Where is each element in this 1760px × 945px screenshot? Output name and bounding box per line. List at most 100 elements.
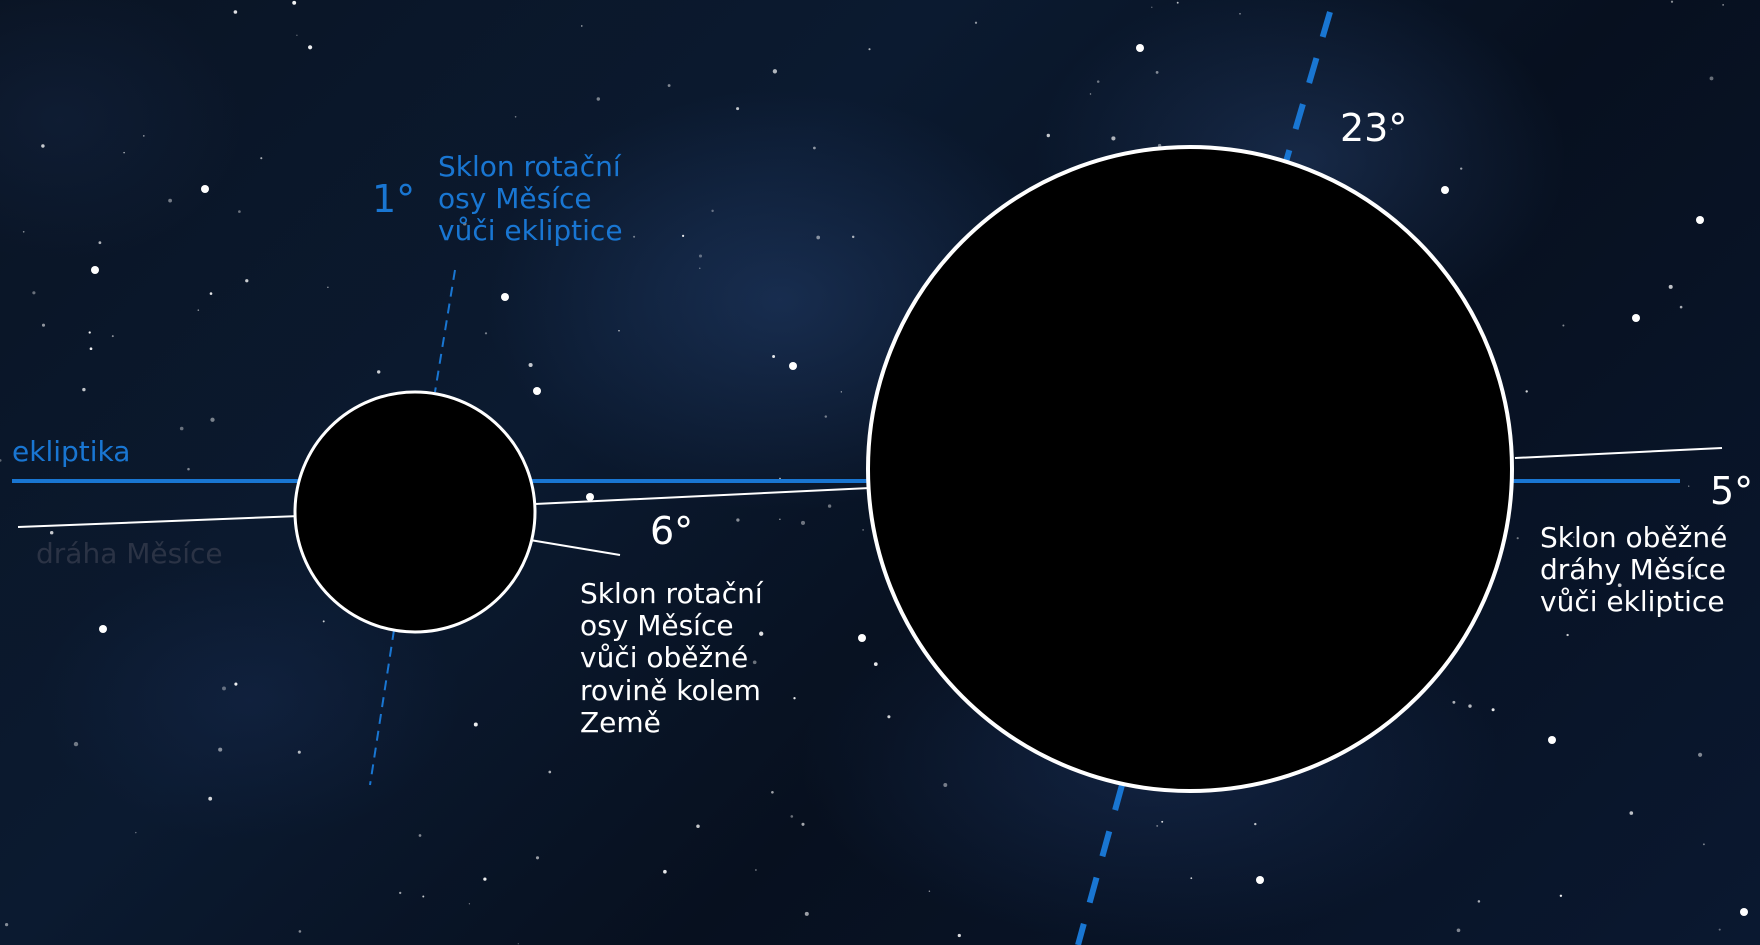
star bbox=[1709, 76, 1714, 81]
star bbox=[1046, 133, 1050, 138]
star bbox=[218, 747, 223, 752]
star bbox=[1572, 536, 1575, 538]
star bbox=[736, 518, 740, 522]
star bbox=[483, 877, 487, 881]
star bbox=[377, 370, 381, 374]
star bbox=[197, 309, 200, 311]
star bbox=[322, 620, 325, 623]
moon-axis-ecliptic-degrees: 1° bbox=[372, 177, 416, 221]
star bbox=[1460, 167, 1463, 170]
star bbox=[123, 151, 125, 154]
earth-circle bbox=[866, 145, 1514, 793]
moon-axis-ecliptic-label: Sklon rotační osy Měsíce vůči ekliptice bbox=[438, 150, 623, 248]
star bbox=[422, 895, 425, 898]
star bbox=[210, 417, 215, 422]
star bbox=[1491, 708, 1495, 712]
star bbox=[473, 722, 478, 727]
star bbox=[800, 520, 806, 525]
star bbox=[501, 293, 509, 301]
star bbox=[736, 107, 740, 111]
star bbox=[1390, 128, 1393, 130]
star bbox=[308, 45, 313, 50]
star bbox=[772, 355, 776, 358]
star bbox=[1668, 284, 1673, 289]
earth-axis-upper bbox=[1282, 11, 1333, 166]
star bbox=[759, 631, 764, 636]
star bbox=[618, 330, 620, 332]
star bbox=[484, 332, 488, 335]
star bbox=[779, 518, 781, 520]
star bbox=[840, 391, 842, 393]
star bbox=[41, 323, 46, 327]
star bbox=[41, 144, 45, 148]
star bbox=[928, 890, 931, 892]
star bbox=[771, 790, 774, 794]
star bbox=[858, 634, 866, 642]
star bbox=[49, 530, 54, 535]
star bbox=[698, 254, 703, 258]
star bbox=[663, 869, 667, 874]
moon-orbit-line-left bbox=[17, 515, 301, 528]
star bbox=[297, 750, 301, 754]
moon-tilt-line bbox=[529, 539, 621, 556]
star bbox=[1632, 314, 1640, 322]
star bbox=[1525, 390, 1528, 393]
star bbox=[974, 21, 978, 24]
star bbox=[696, 824, 700, 829]
star bbox=[1456, 928, 1461, 933]
star bbox=[779, 477, 781, 480]
star bbox=[1696, 216, 1704, 224]
star bbox=[88, 331, 91, 334]
star bbox=[667, 84, 671, 87]
star bbox=[296, 34, 298, 37]
star bbox=[1670, 0, 1674, 3]
star bbox=[1559, 894, 1563, 898]
star bbox=[1111, 136, 1116, 141]
star bbox=[1161, 820, 1164, 823]
star bbox=[292, 0, 297, 5]
star bbox=[1136, 44, 1144, 52]
star bbox=[462, 221, 467, 226]
star bbox=[682, 234, 685, 237]
moon-axis-orbit-label: Sklon rotační osy Měsíce vůči oběžné rov… bbox=[580, 577, 763, 739]
star bbox=[1155, 71, 1159, 74]
star bbox=[0, 459, 2, 462]
star bbox=[596, 97, 600, 101]
star bbox=[298, 930, 302, 933]
star bbox=[99, 625, 107, 633]
star bbox=[1688, 485, 1690, 487]
star bbox=[586, 493, 594, 501]
moon-axis-upper bbox=[434, 269, 456, 393]
star bbox=[1452, 700, 1456, 704]
moon-orbit-label: dráha Měsíce bbox=[36, 537, 223, 570]
star bbox=[82, 387, 86, 392]
star bbox=[813, 146, 816, 150]
star bbox=[1468, 704, 1472, 708]
star bbox=[528, 362, 533, 368]
star bbox=[533, 387, 541, 395]
star bbox=[245, 279, 249, 283]
star bbox=[517, 943, 519, 945]
star bbox=[418, 834, 422, 837]
star bbox=[1096, 80, 1100, 83]
star bbox=[1441, 186, 1449, 194]
star bbox=[5, 923, 9, 927]
star bbox=[73, 741, 79, 747]
star bbox=[1239, 12, 1241, 15]
star bbox=[260, 157, 263, 160]
star bbox=[168, 198, 172, 203]
star bbox=[827, 504, 832, 508]
star bbox=[201, 185, 209, 193]
star bbox=[1617, 583, 1622, 588]
star bbox=[606, 663, 610, 667]
star bbox=[957, 933, 961, 938]
star bbox=[187, 467, 190, 471]
star bbox=[752, 660, 757, 665]
star bbox=[1691, 574, 1694, 577]
ecliptic-label: ekliptika bbox=[12, 435, 131, 468]
star bbox=[1190, 877, 1193, 880]
star bbox=[514, 116, 517, 118]
star bbox=[1516, 537, 1519, 540]
